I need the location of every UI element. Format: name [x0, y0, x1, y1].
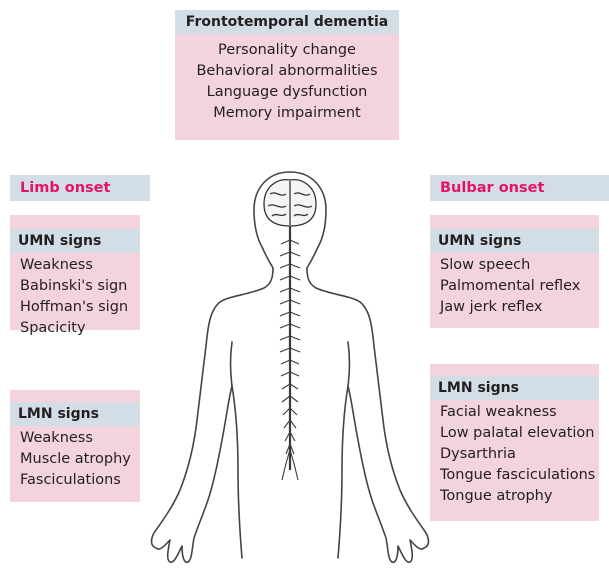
human-body-illustration: [140, 150, 440, 572]
bulbar-onset-label: Bulbar onset: [430, 175, 609, 201]
limb-umn-item: Hoffman's sign: [10, 297, 140, 318]
bulbar-lmn-signs-box: LMN signs Facial weakness Low palatal el…: [430, 364, 599, 521]
limb-umn-item: Weakness: [10, 255, 140, 276]
frontotemporal-item: Personality change: [175, 40, 399, 61]
bulbar-umn-item: Slow speech: [430, 255, 599, 276]
body-outline-left: [152, 268, 274, 562]
bulbar-lmn-item: Dysarthria: [430, 444, 599, 465]
limb-lmn-signs-title: LMN signs: [10, 402, 140, 426]
limb-onset-label: Limb onset: [10, 175, 150, 201]
bulbar-umn-signs-box: UMN signs Slow speech Palmomental reflex…: [430, 215, 599, 328]
bulbar-umn-item: Jaw jerk reflex: [430, 297, 599, 318]
frontotemporal-item: Language dysfunction: [175, 82, 399, 103]
limb-lmn-item: Weakness: [10, 428, 140, 449]
body-outline-right: [307, 268, 429, 562]
bulbar-lmn-signs-title: LMN signs: [430, 376, 599, 400]
brain-icon: [264, 180, 316, 226]
limb-lmn-item: Muscle atrophy: [10, 449, 140, 470]
frontotemporal-dementia-box: Frontotemporal dementia Personality chan…: [175, 10, 399, 140]
limb-lmn-item: Fasciculations: [10, 470, 140, 491]
frontotemporal-item: Memory impairment: [175, 103, 399, 124]
limb-umn-signs-title: UMN signs: [10, 229, 140, 253]
frontotemporal-item: Behavioral abnormalities: [175, 61, 399, 82]
limb-umn-item: Babinski's sign: [10, 276, 140, 297]
bulbar-umn-signs-title: UMN signs: [430, 229, 599, 253]
bulbar-lmn-item: Facial weakness: [430, 402, 599, 423]
limb-lmn-signs-box: LMN signs Weakness Muscle atrophy Fascic…: [10, 390, 140, 502]
bulbar-lmn-item: Low palatal elevation: [430, 423, 599, 444]
bulbar-lmn-item: Tongue atrophy: [430, 486, 599, 507]
limb-umn-signs-box: UMN signs Weakness Babinski's sign Hoffm…: [10, 215, 140, 330]
frontotemporal-dementia-title: Frontotemporal dementia: [175, 10, 399, 34]
bulbar-umn-item: Palmomental reflex: [430, 276, 599, 297]
bulbar-lmn-item: Tongue fasciculations: [430, 465, 599, 486]
limb-umn-item: Spacicity: [10, 318, 140, 339]
spinal-nerves: [280, 240, 300, 480]
